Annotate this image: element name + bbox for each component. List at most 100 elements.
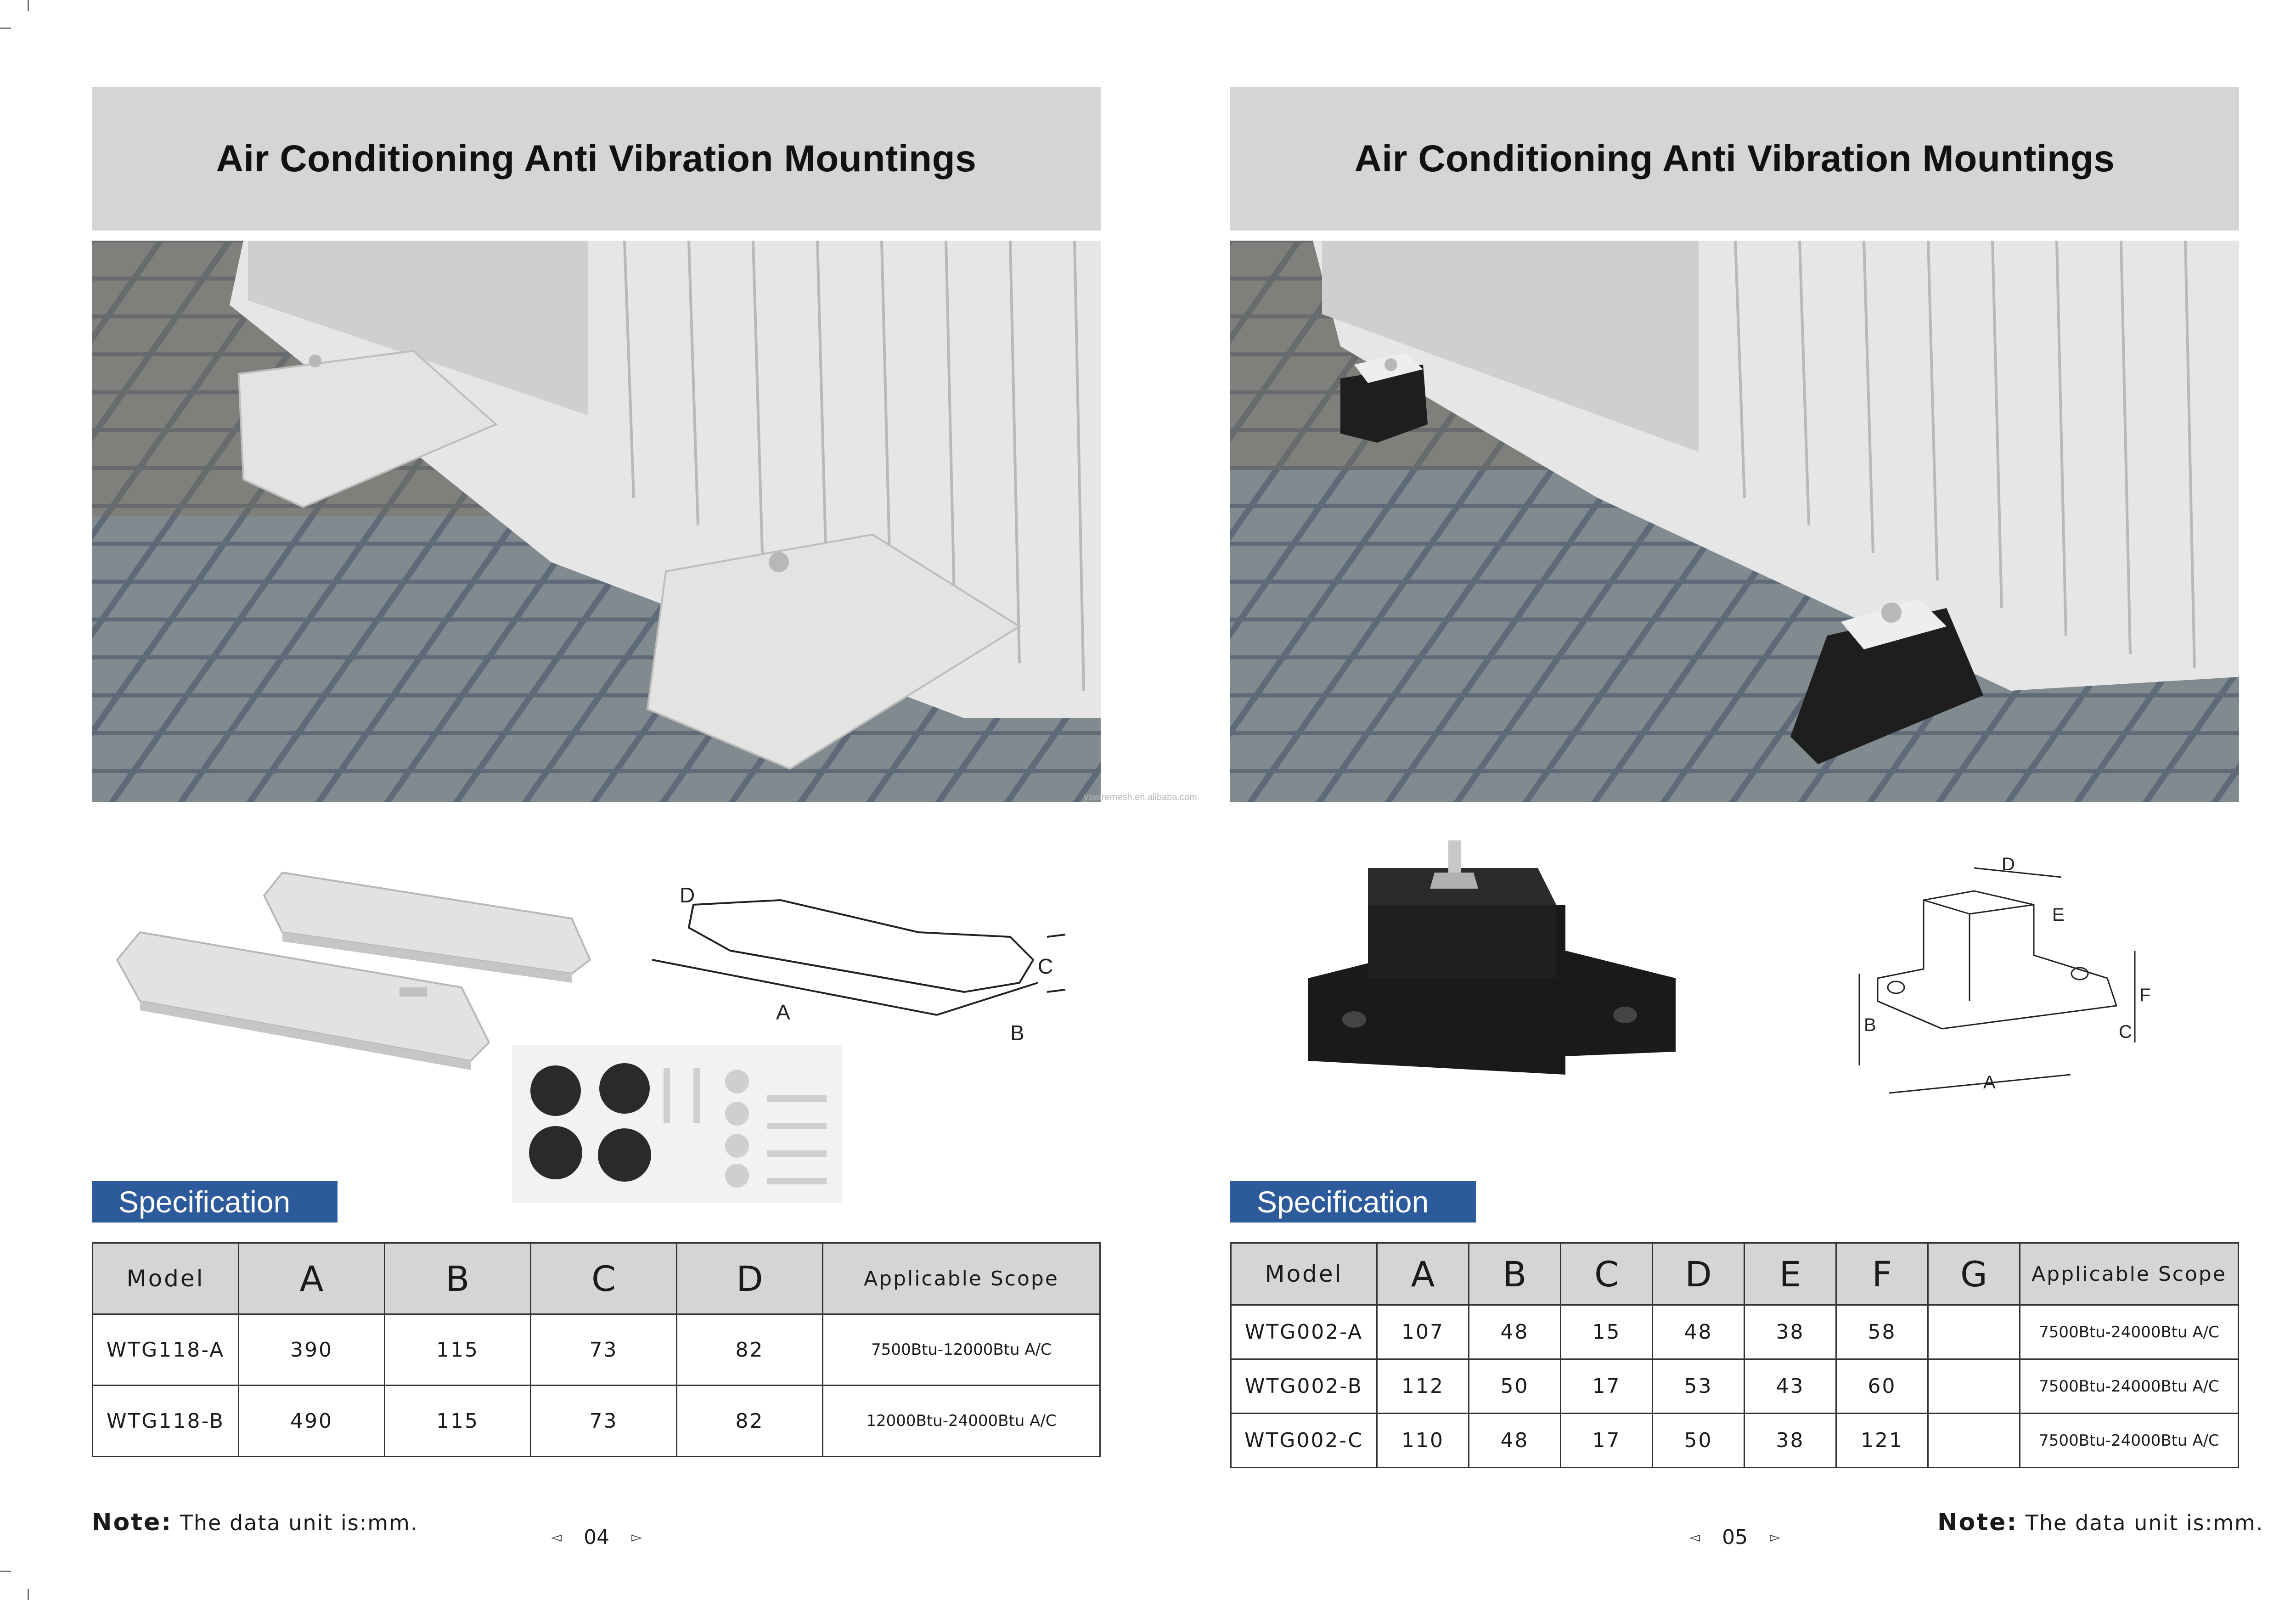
cell-b: 115	[384, 1385, 531, 1457]
col-header-d: D	[1652, 1242, 1745, 1306]
col-header-g: G	[1927, 1242, 2020, 1306]
spec-table: Model A B C D Applicable Scope WTG118-A …	[92, 1242, 1101, 1457]
note-text: The data unit is:mm.	[180, 1510, 418, 1535]
spec-table: Model A B C D E F G Applicable Scope WTG…	[1230, 1242, 2239, 1468]
cell-scope: 7500Btu-24000Btu A/C	[2019, 1304, 2239, 1360]
prev-page-arrow-icon: ◅	[551, 1529, 562, 1545]
page-title: Air Conditioning Anti Vibration Mounting…	[216, 138, 977, 180]
cell-g	[1927, 1413, 2020, 1468]
page-number: ◅ 04 ▻	[551, 1526, 642, 1549]
cell-c: 73	[530, 1385, 677, 1457]
col-header-a: A	[238, 1242, 385, 1315]
crop-mark	[28, 0, 29, 11]
cell-c: 17	[1560, 1358, 1653, 1414]
cell-c: 73	[530, 1313, 677, 1386]
cell-b: 48	[1468, 1304, 1561, 1360]
rubber-mount-dimension-diagram: D E F B C A	[1850, 850, 2227, 1109]
col-header-f: F	[1835, 1242, 1929, 1306]
table-row: WTG118-B 490 115 73 82 12000Btu-24000Btu…	[92, 1385, 1101, 1457]
col-header-e: E	[1744, 1242, 1837, 1306]
table-row: WTG002-A 107 48 15 48 38 58 7500Btu-2400…	[1230, 1304, 2239, 1360]
cell-e: 38	[1744, 1413, 1837, 1468]
page-number-value: 04	[584, 1526, 610, 1549]
col-header-c: C	[1560, 1242, 1653, 1306]
table-row: WTG118-A 390 115 73 82 7500Btu-12000Btu …	[92, 1313, 1101, 1386]
cell-c: 15	[1560, 1304, 1653, 1360]
cell-a: 110	[1376, 1413, 1469, 1468]
cell-f: 58	[1835, 1304, 1929, 1360]
dim-label-d: D	[2002, 854, 2015, 874]
cell-d: 50	[1652, 1413, 1745, 1468]
dim-label-b: B	[1864, 1015, 1876, 1035]
hardware-kit-image	[512, 1045, 843, 1203]
cell-b: 50	[1468, 1358, 1561, 1414]
specification-tab: Specification	[92, 1181, 338, 1223]
cell-d: 82	[676, 1385, 823, 1457]
cell-f: 121	[1835, 1413, 1929, 1468]
cell-c: 17	[1560, 1413, 1653, 1468]
table-header-row: Model A B C D Applicable Scope	[92, 1242, 1101, 1315]
cell-f: 60	[1835, 1358, 1929, 1414]
title-bar: Air Conditioning Anti Vibration Mounting…	[92, 87, 1101, 231]
cell-model: WTG118-A	[92, 1313, 239, 1386]
dim-label-b: B	[1010, 1021, 1024, 1045]
page-number-value: 05	[1722, 1526, 1748, 1549]
col-header-b: B	[1468, 1242, 1561, 1306]
note-label: Note:	[92, 1509, 173, 1536]
table-row: WTG002-C 110 48 17 50 38 121 7500Btu-240…	[1230, 1413, 2239, 1468]
cell-e: 38	[1744, 1304, 1837, 1360]
specification-tab: Specification	[1230, 1181, 1476, 1223]
title-bar: Air Conditioning Anti Vibration Mounting…	[1230, 87, 2239, 231]
cell-scope: 7500Btu-24000Btu A/C	[2019, 1413, 2239, 1468]
crop-mark	[0, 28, 11, 29]
cell-scope: 7500Btu-24000Btu A/C	[2019, 1358, 2239, 1414]
col-header-model: Model	[1230, 1242, 1378, 1306]
cell-d: 82	[676, 1313, 823, 1386]
col-header-model: Model	[92, 1242, 239, 1315]
cell-model: WTG002-C	[1230, 1413, 1378, 1468]
table-row: WTG002-B 112 50 17 53 43 60 7500Btu-2400…	[1230, 1358, 2239, 1414]
dim-label-e: E	[2052, 905, 2065, 925]
col-header-c: C	[530, 1242, 677, 1315]
cell-model: WTG118-B	[92, 1385, 239, 1457]
cell-a: 112	[1376, 1358, 1469, 1414]
cell-d: 48	[1652, 1304, 1745, 1360]
table-header-row: Model A B C D E F G Applicable Scope	[1230, 1242, 2239, 1306]
cell-a: 490	[238, 1385, 385, 1457]
page-title: Air Conditioning Anti Vibration Mounting…	[1354, 138, 2115, 180]
prev-page-arrow-icon: ◅	[1689, 1529, 1700, 1545]
rubber-mount-image	[1308, 840, 1676, 1118]
watermark: yswiremesh.en.alibaba.com	[1084, 792, 1197, 802]
dim-label-a: A	[776, 1000, 790, 1024]
crop-mark	[28, 1589, 29, 1600]
dim-label-c: C	[1038, 954, 1053, 978]
dim-label-c: C	[2119, 1022, 2132, 1042]
cell-b: 48	[1468, 1413, 1561, 1468]
unit-note: Note: The data unit is:mm.	[1937, 1509, 2263, 1536]
right-page: Air Conditioning Anti Vibration Mounting…	[1166, 0, 2296, 1600]
page-number: ◅ 05 ▻	[1689, 1526, 1780, 1549]
dim-label-f: F	[2139, 985, 2150, 1005]
crop-mark	[0, 1571, 11, 1572]
cell-e: 43	[1744, 1358, 1837, 1414]
cell-g	[1927, 1304, 2020, 1360]
cell-a: 390	[238, 1313, 385, 1386]
note-text: The data unit is:mm.	[2025, 1510, 2264, 1535]
left-page: Air Conditioning Anti Vibration Mounting…	[92, 87, 1101, 1549]
cell-model: WTG002-A	[1230, 1304, 1378, 1360]
col-header-a: A	[1376, 1242, 1469, 1306]
plastic-mount-image	[113, 868, 604, 1086]
col-header-b: B	[384, 1242, 531, 1315]
next-page-arrow-icon: ▻	[1770, 1529, 1781, 1545]
cell-b: 115	[384, 1313, 531, 1386]
product-photo-plastic-mounts	[92, 241, 1101, 802]
cell-scope: 7500Btu-12000Btu A/C	[822, 1313, 1101, 1386]
cell-a: 107	[1376, 1304, 1469, 1360]
cell-scope: 12000Btu-24000Btu A/C	[822, 1385, 1101, 1457]
dim-label-a: A	[1983, 1072, 1996, 1093]
note-label: Note:	[1937, 1509, 2018, 1536]
plastic-mount-dimension-diagram: D A C B	[643, 877, 1079, 1063]
col-header-scope: Applicable Scope	[2019, 1242, 2239, 1306]
product-photo-rubber-mounts	[1230, 241, 2239, 802]
col-header-d: D	[676, 1242, 823, 1315]
